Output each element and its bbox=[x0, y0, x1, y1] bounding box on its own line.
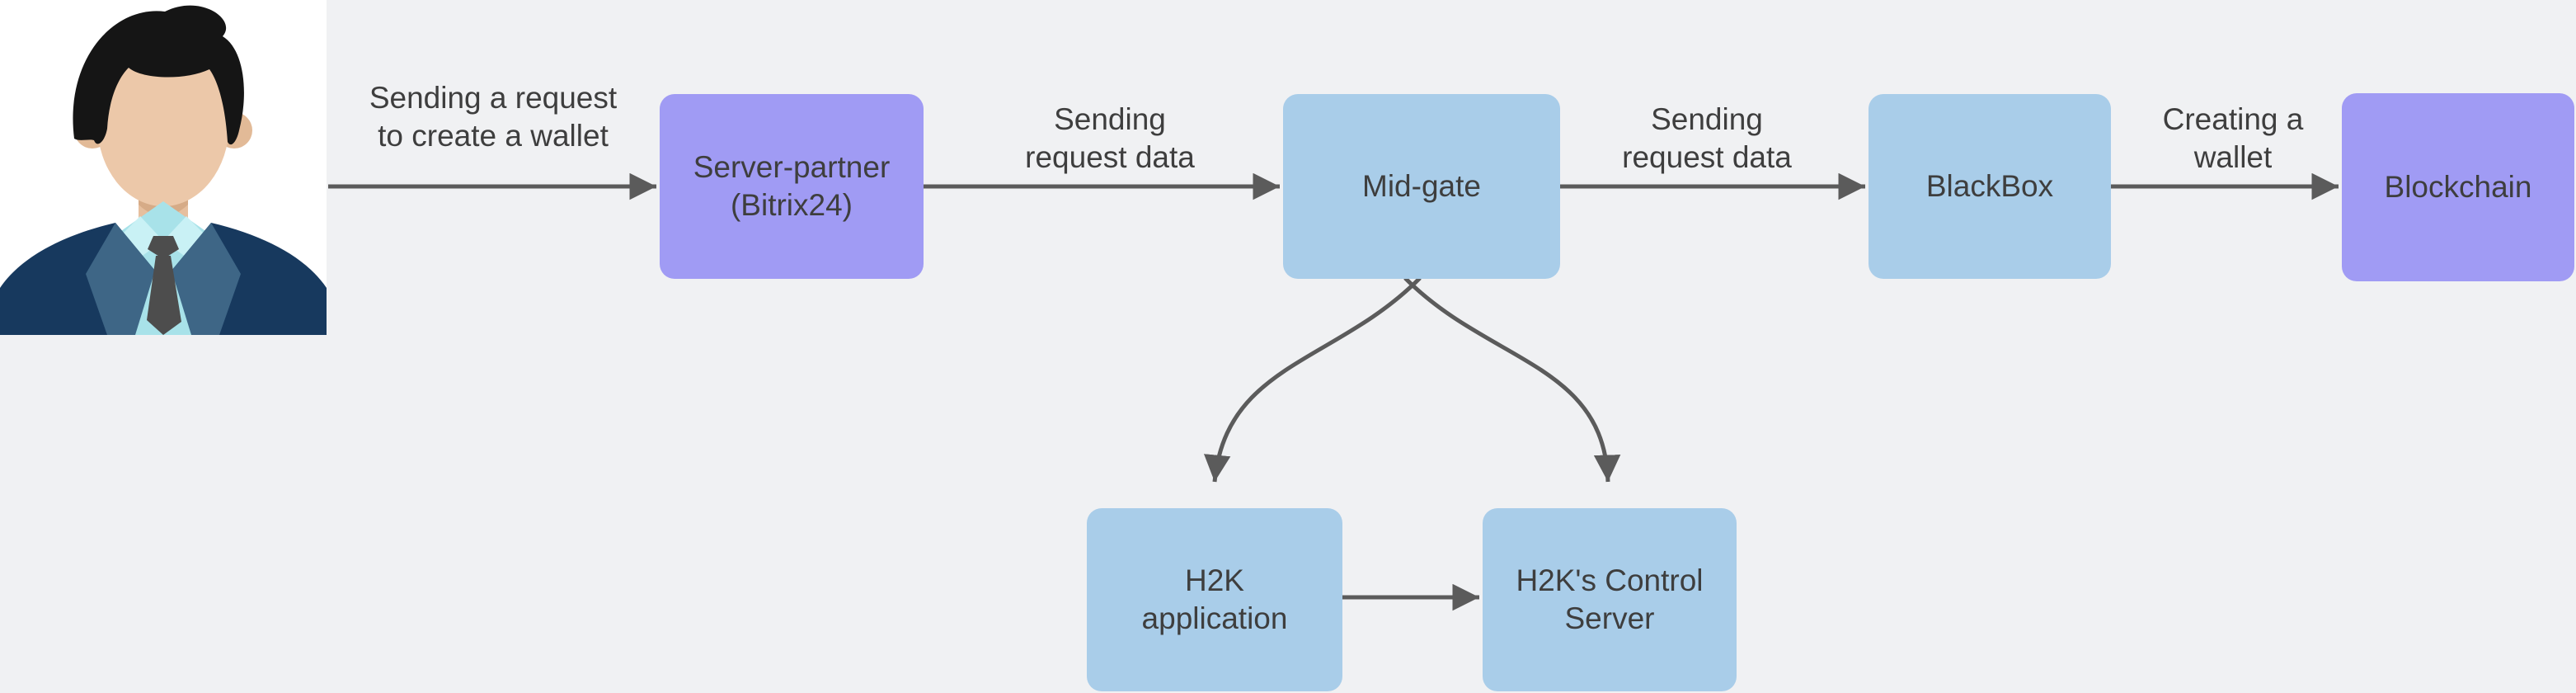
node-server-partner-label: Server-partner (Bitrix24) bbox=[693, 150, 891, 222]
node-h2k-application[interactable]: H2K application bbox=[1087, 508, 1342, 691]
node-h2k-application-label: H2K application bbox=[1141, 563, 1288, 635]
node-h2k-control-server-label: H2K's Control Server bbox=[1516, 563, 1704, 635]
user-avatar-node[interactable] bbox=[0, 0, 327, 335]
edge-label-creating-a-wallet: Creating a wallet bbox=[2162, 102, 2304, 174]
node-blockchain[interactable]: Blockchain bbox=[2342, 93, 2574, 281]
node-blockchain-label: Blockchain bbox=[2384, 170, 2532, 204]
node-blackbox-label: BlackBox bbox=[1925, 169, 2054, 203]
edge-mid-gate-to-h2k-app bbox=[1204, 276, 1422, 483]
node-blackbox[interactable]: BlackBox bbox=[1869, 94, 2111, 279]
node-server-partner[interactable]: Server-partner (Bitrix24) bbox=[660, 94, 924, 279]
edge-label-sending-request-data-2: Sending request data bbox=[1622, 102, 1792, 174]
node-mid-gate-label: Mid-gate bbox=[1362, 169, 1481, 203]
edge-label-sending-request-create-wallet: Sending a request to create a wallet bbox=[369, 81, 618, 153]
edge-label-sending-request-data-1: Sending request data bbox=[1025, 102, 1195, 174]
businessman-avatar-icon bbox=[0, 5, 327, 335]
edge-mid-gate-to-h2k-control bbox=[1403, 276, 1621, 483]
node-mid-gate[interactable]: Mid-gate bbox=[1283, 94, 1560, 279]
node-h2k-control-server[interactable]: H2K's Control Server bbox=[1483, 508, 1737, 691]
